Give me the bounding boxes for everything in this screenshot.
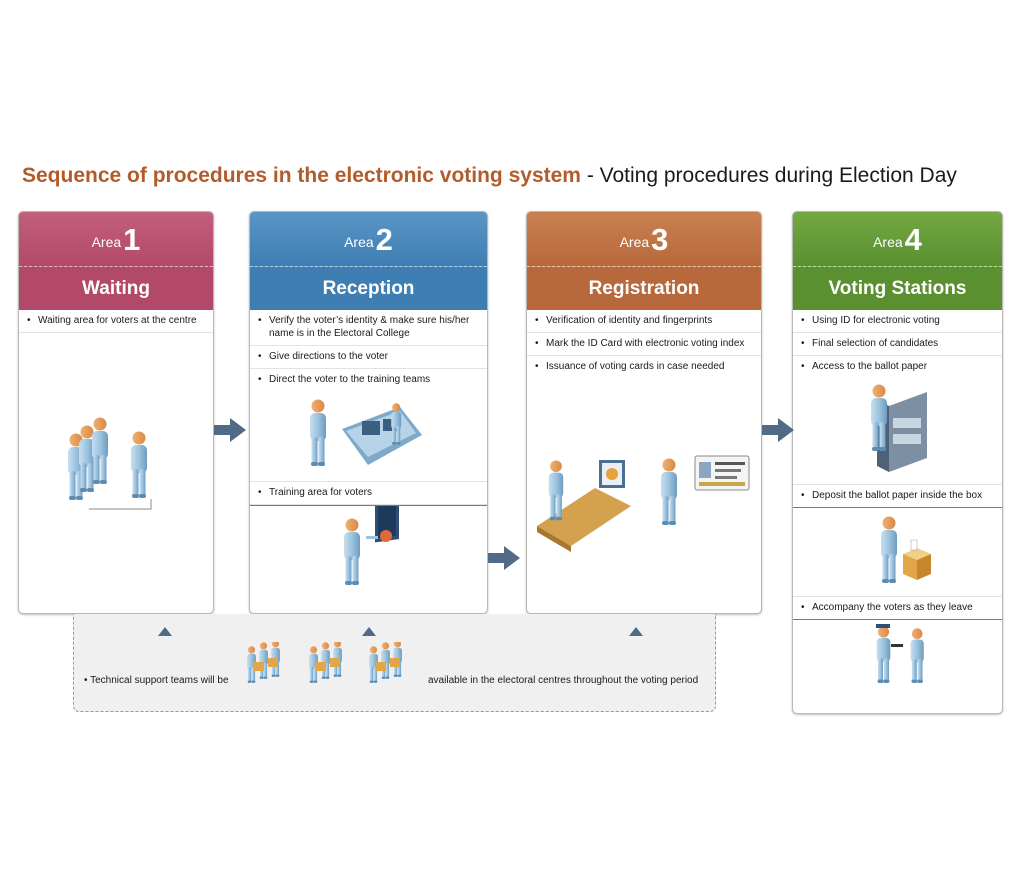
area-number: 4 xyxy=(904,222,922,257)
area-2-panel: Area2 Reception Verify the voter’s ident… xyxy=(249,211,488,614)
area-3-header: Area3 xyxy=(527,212,761,267)
area-3-panel: Area3 Registration Verification of ident… xyxy=(526,211,762,614)
support-text-before: • Technical support teams will be xyxy=(84,675,229,686)
area-1-header: Area1 xyxy=(19,212,213,267)
ballot-box-illustration xyxy=(793,508,1002,596)
area-4-item: Deposit the ballot paper inside the box xyxy=(793,484,1002,507)
area-4-panel: Area4 Voting Stations Using ID for elect… xyxy=(792,211,1003,714)
area-3-item: Verification of identity and fingerprint… xyxy=(527,310,761,333)
flow-arrow-icon xyxy=(214,418,246,442)
area-2-name: Reception xyxy=(250,267,487,310)
area-1-name: Waiting xyxy=(19,267,213,310)
voting-machine-illustration xyxy=(793,378,1002,484)
technical-support-area: • Technical support teams will be availa… xyxy=(73,614,716,712)
area-2-item: Give directions to the voter xyxy=(250,346,487,369)
area-3-item: Mark the ID Card with electronic voting … xyxy=(527,333,761,356)
area-4-item: Access to the ballot paper xyxy=(793,356,1002,378)
area-1-item: Waiting area for voters at the centre xyxy=(19,310,213,333)
area-2-item: Training area for voters xyxy=(250,481,487,505)
area-2-item: Verify the voter’s identity & make sure … xyxy=(250,310,487,346)
up-arrow-icon xyxy=(629,627,643,636)
area-label: Area xyxy=(91,234,122,250)
area-3-item: Issuance of voting cards in case needed xyxy=(527,356,761,378)
escort-voters-icon xyxy=(876,624,924,683)
ballot-box-icon xyxy=(881,516,931,583)
area-number: 3 xyxy=(651,222,669,257)
title-sub: - Voting procedures during Election Day xyxy=(586,164,957,187)
area-4-item: Final selection of candidates xyxy=(793,333,1002,356)
flow-arrow-icon xyxy=(488,546,520,570)
area-label: Area xyxy=(344,234,374,250)
reception-desk-icon xyxy=(310,399,422,466)
training-screen-icon xyxy=(344,499,399,585)
waiting-voters-icon xyxy=(68,417,152,510)
registration-illustration xyxy=(527,378,761,608)
flow-arrow-icon xyxy=(762,418,794,442)
support-team-icon xyxy=(247,642,402,683)
area-2-item: Direct the voter to the training teams xyxy=(250,369,487,391)
waiting-illustration xyxy=(19,333,213,593)
title-main: Sequence of procedures in the electronic… xyxy=(22,164,581,187)
escort-illustration xyxy=(793,620,1002,690)
area-3-name: Registration xyxy=(527,267,761,310)
support-text-after: available in the electoral centres throu… xyxy=(428,675,699,686)
up-arrow-icon xyxy=(158,627,172,636)
area-number: 2 xyxy=(375,222,393,257)
training-illustration xyxy=(250,499,487,592)
area-4-name: Voting Stations xyxy=(793,267,1002,310)
area-4-item: Accompany the voters as they leave xyxy=(793,596,1002,619)
area-2-header: Area2 xyxy=(250,212,487,267)
area-1-panel: Area1 Waiting Waiting area for voters at… xyxy=(18,211,214,614)
area-number: 1 xyxy=(123,222,141,257)
area-label: Area xyxy=(873,234,903,250)
area-label: Area xyxy=(619,234,650,250)
up-arrow-icon xyxy=(362,627,376,636)
area-4-item: Using ID for electronic voting xyxy=(793,310,1002,333)
voting-machine-icon xyxy=(871,384,927,472)
diagram-title: Sequence of procedures in the electronic… xyxy=(22,164,957,188)
reception-illustration xyxy=(250,391,487,481)
area-4-header: Area4 xyxy=(793,212,1002,267)
registration-desk-icon xyxy=(537,455,750,552)
